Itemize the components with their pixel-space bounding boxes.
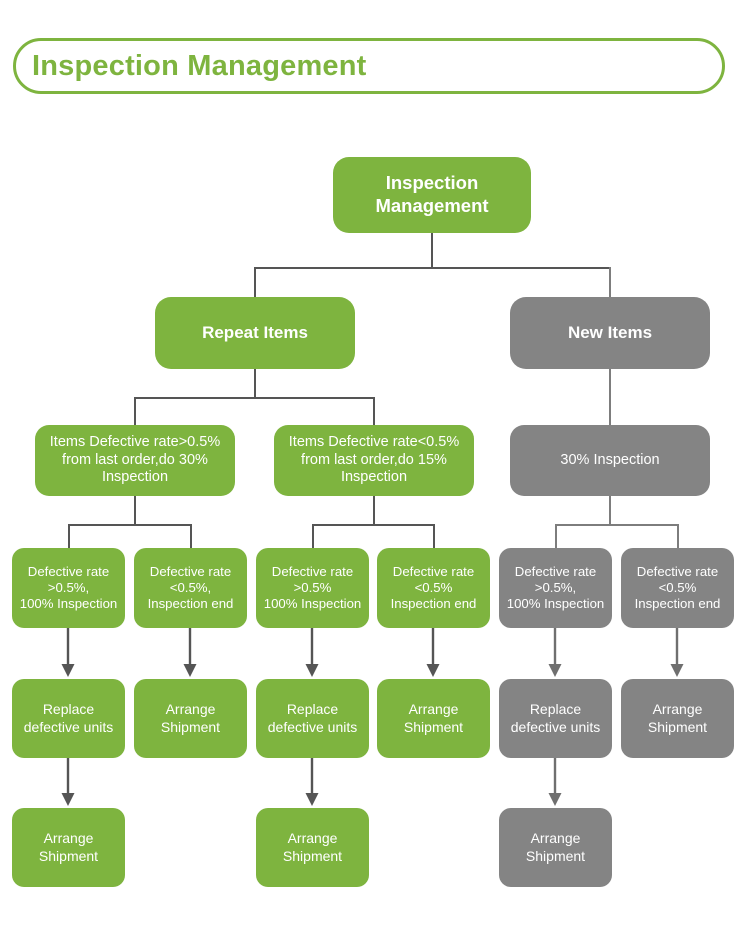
node-label: Defective rate >0.5%, 100% Inspection bbox=[506, 563, 605, 612]
connector-l3b-bar bbox=[312, 524, 435, 526]
node-label: Arrange Shipment bbox=[282, 830, 343, 864]
page-title: Inspection Management bbox=[32, 50, 367, 82]
connector-l3a-bar bbox=[68, 524, 192, 526]
node-repeat-high-rate[interactable]: Items Defective rate>0.5% from last orde… bbox=[35, 425, 235, 496]
node-label: Replace defective units bbox=[267, 701, 358, 735]
connector-l3a-to-n1 bbox=[68, 524, 70, 549]
arrows-level4-to-level5 bbox=[61, 628, 684, 677]
node-label: Defective rate <0.5%, Inspection end bbox=[147, 563, 234, 612]
node-label: Replace defective units bbox=[510, 701, 601, 735]
node-label: Replace defective units bbox=[23, 701, 114, 735]
node-l5-1[interactable]: Replace defective units bbox=[12, 679, 125, 758]
node-repeat-items[interactable]: Repeat Items bbox=[155, 297, 355, 369]
node-l5-6[interactable]: Arrange Shipment bbox=[621, 679, 734, 758]
node-l4-5[interactable]: Defective rate >0.5%, 100% Inspection bbox=[499, 548, 612, 628]
node-label: Defective rate >0.5%, 100% Inspection bbox=[19, 563, 118, 612]
connector-l3c-to-n6 bbox=[677, 524, 679, 549]
node-label: Arrange Shipment bbox=[647, 701, 708, 735]
node-label: Arrange Shipment bbox=[525, 830, 586, 864]
connector-repeat-to-l3a bbox=[134, 397, 136, 426]
node-label: Inspection Management bbox=[375, 172, 489, 216]
connector-root-to-repeat bbox=[254, 267, 256, 298]
node-l4-6[interactable]: Defective rate <0.5% Inspection end bbox=[621, 548, 734, 628]
connector-new-to-l3c bbox=[609, 369, 611, 426]
node-label: Arrange Shipment bbox=[403, 701, 464, 735]
node-label: Items Defective rate>0.5% from last orde… bbox=[49, 433, 221, 486]
node-l5-4[interactable]: Arrange Shipment bbox=[377, 679, 490, 758]
node-label: Defective rate <0.5% Inspection end bbox=[634, 563, 721, 612]
connector-repeat-bar bbox=[134, 397, 375, 399]
connector-l3c-stem bbox=[609, 496, 611, 525]
node-l4-2[interactable]: Defective rate <0.5%, Inspection end bbox=[134, 548, 247, 628]
connector-root-to-new bbox=[609, 267, 611, 298]
node-inspection-management[interactable]: Inspection Management bbox=[333, 157, 531, 233]
arrows-level5-to-level6 bbox=[61, 758, 562, 806]
node-l4-4[interactable]: Defective rate <0.5% Inspection end bbox=[377, 548, 490, 628]
header-banner bbox=[13, 38, 725, 94]
connector-l3a-to-n2 bbox=[190, 524, 192, 549]
node-l5-3[interactable]: Replace defective units bbox=[256, 679, 369, 758]
node-label: 30% Inspection bbox=[560, 451, 660, 468]
connector-root-stem bbox=[431, 233, 433, 268]
connector-l3b-to-n3 bbox=[312, 524, 314, 549]
node-label: Defective rate <0.5% Inspection end bbox=[390, 563, 477, 612]
node-l4-3[interactable]: Defective rate >0.5% 100% Inspection bbox=[256, 548, 369, 628]
node-l5-5[interactable]: Replace defective units bbox=[499, 679, 612, 758]
node-new-items[interactable]: New Items bbox=[510, 297, 710, 369]
connector-repeat-stem bbox=[254, 369, 256, 398]
connector-root-bar bbox=[254, 267, 611, 269]
connector-l3b-stem bbox=[373, 496, 375, 525]
node-l6-3[interactable]: Arrange Shipment bbox=[499, 808, 612, 887]
connector-l3b-to-n4 bbox=[433, 524, 435, 549]
node-label: Arrange Shipment bbox=[38, 830, 99, 864]
node-label: Arrange Shipment bbox=[160, 701, 221, 735]
node-l6-1[interactable]: Arrange Shipment bbox=[12, 808, 125, 887]
node-l5-2[interactable]: Arrange Shipment bbox=[134, 679, 247, 758]
node-new-30-inspection[interactable]: 30% Inspection bbox=[510, 425, 710, 496]
node-label: Items Defective rate<0.5% from last orde… bbox=[288, 433, 460, 486]
node-label: New Items bbox=[567, 322, 653, 342]
node-label: Defective rate >0.5% 100% Inspection bbox=[263, 563, 362, 612]
node-label: Repeat Items bbox=[202, 322, 308, 342]
connector-l3c-to-n5 bbox=[555, 524, 557, 549]
node-repeat-low-rate[interactable]: Items Defective rate<0.5% from last orde… bbox=[274, 425, 474, 496]
connector-l3c-bar bbox=[555, 524, 679, 526]
node-l6-2[interactable]: Arrange Shipment bbox=[256, 808, 369, 887]
connector-l3a-stem bbox=[134, 496, 136, 525]
node-l4-1[interactable]: Defective rate >0.5%, 100% Inspection bbox=[12, 548, 125, 628]
connector-repeat-to-l3b bbox=[373, 397, 375, 426]
